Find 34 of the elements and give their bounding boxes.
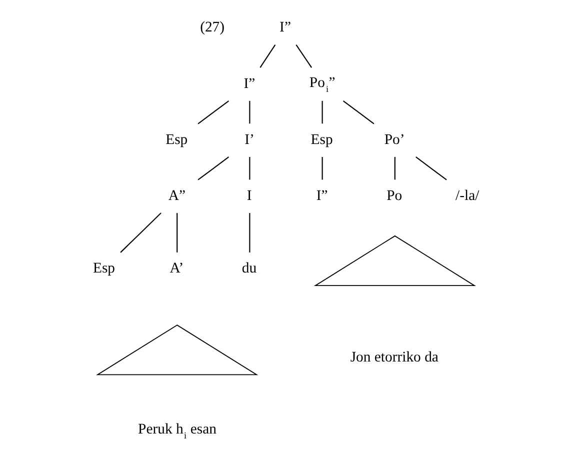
node-text: Esp (93, 260, 116, 277)
connector (249, 213, 250, 252)
node-text: I’ (244, 132, 254, 148)
node-text: Po (386, 188, 402, 204)
node-text: du (242, 260, 257, 277)
node-text: Po’ (384, 132, 405, 148)
connector (176, 213, 178, 252)
connector (249, 156, 250, 180)
connector (198, 100, 230, 124)
node-triangle (96, 324, 258, 376)
connector (342, 100, 374, 124)
connector (260, 44, 276, 68)
node-text: /-la/ (456, 188, 480, 204)
connector (198, 156, 230, 180)
label: (27) (200, 20, 225, 36)
node-text: Peruk h$_{i}$ esan (138, 421, 217, 440)
node-triangle (314, 235, 476, 286)
node-text: I” (316, 188, 328, 204)
connector (322, 100, 323, 124)
node-text: I (246, 188, 252, 204)
connector (120, 212, 162, 253)
node-text: Po$_{i}$” (309, 74, 336, 94)
node-text: Jon etorriko da (350, 350, 438, 366)
node-text: I” (244, 76, 256, 92)
node-text: Esp (310, 132, 333, 148)
connector (249, 100, 250, 124)
connector (416, 156, 447, 180)
node-text: A’ (170, 260, 184, 277)
connector (394, 156, 396, 180)
node-text: I” (280, 20, 291, 36)
connector (322, 156, 323, 180)
connector (296, 44, 312, 68)
node-text: Esp (166, 132, 188, 148)
node-text: A” (168, 188, 186, 204)
